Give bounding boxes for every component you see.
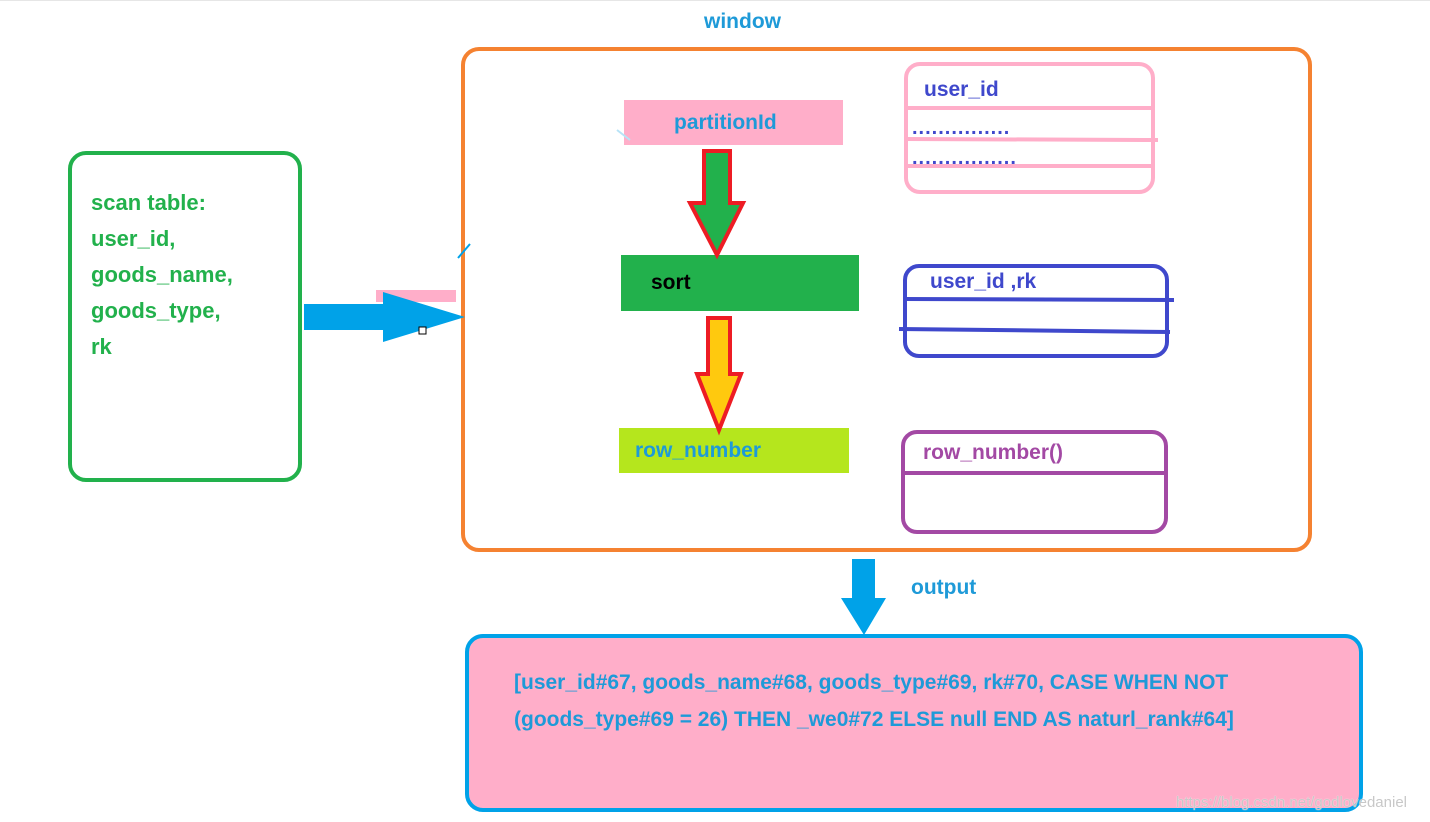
partition-to-sort-arrow: [686, 149, 747, 260]
scan-table-title: scan table:: [91, 190, 206, 215]
user-id-table-row: ...............: [912, 117, 1011, 139]
row-number-table-header: row_number(): [923, 441, 1064, 464]
scan-to-window-arrow: [304, 290, 465, 342]
user-id-rk-table-dividers: [898, 297, 1175, 334]
user-id-table-dividers: [905, 106, 1159, 168]
user-id-rk-table-header: user_id ,rk: [930, 270, 1037, 293]
top-border-line: [0, 0, 1430, 1]
row-number-step-label: row_number: [635, 438, 762, 462]
user-id-table-header: user_id: [924, 78, 999, 101]
sort-to-row-number-arrow: [694, 316, 744, 436]
user-id-rk-table: [903, 264, 1169, 358]
stray-mark: [457, 243, 471, 259]
watermark: https://blog.csdn.net/godlovedaniel: [1176, 794, 1407, 811]
partition-step-label: partitionId: [674, 110, 777, 134]
output-text: [user_id#67, goods_name#68, goods_type#6…: [514, 664, 1314, 738]
scan-column-goods-type: goods_type,: [91, 298, 221, 323]
scan-column-goods-name: goods_name,: [91, 262, 233, 287]
partition-step: partitionId: [624, 100, 843, 145]
output-label: output: [911, 576, 977, 599]
scan-table-text: scan table: user_id, goods_name, goods_t…: [91, 185, 233, 365]
output-text-line-2: (goods_type#69 = 26) THEN _we0#72 ELSE n…: [514, 708, 1234, 731]
output-text-line-1: [user_id#67, goods_name#68, goods_type#6…: [514, 671, 1229, 694]
scan-column-rk: rk: [91, 334, 112, 359]
scan-column-user-id: user_id,: [91, 226, 176, 251]
row-number-step: row_number: [619, 428, 849, 473]
user-id-table-row: ................: [912, 147, 1017, 169]
window-to-output-arrow: [841, 559, 886, 635]
output-box: [465, 634, 1363, 812]
window-box: [461, 47, 1312, 552]
row-number-table: [901, 430, 1168, 534]
user-id-table: [904, 62, 1155, 194]
scan-table-box: [68, 151, 302, 482]
sort-step-label: sort: [651, 271, 691, 294]
stray-mark: [616, 129, 631, 141]
window-title: window: [704, 10, 781, 33]
sort-step: sort: [621, 255, 859, 311]
